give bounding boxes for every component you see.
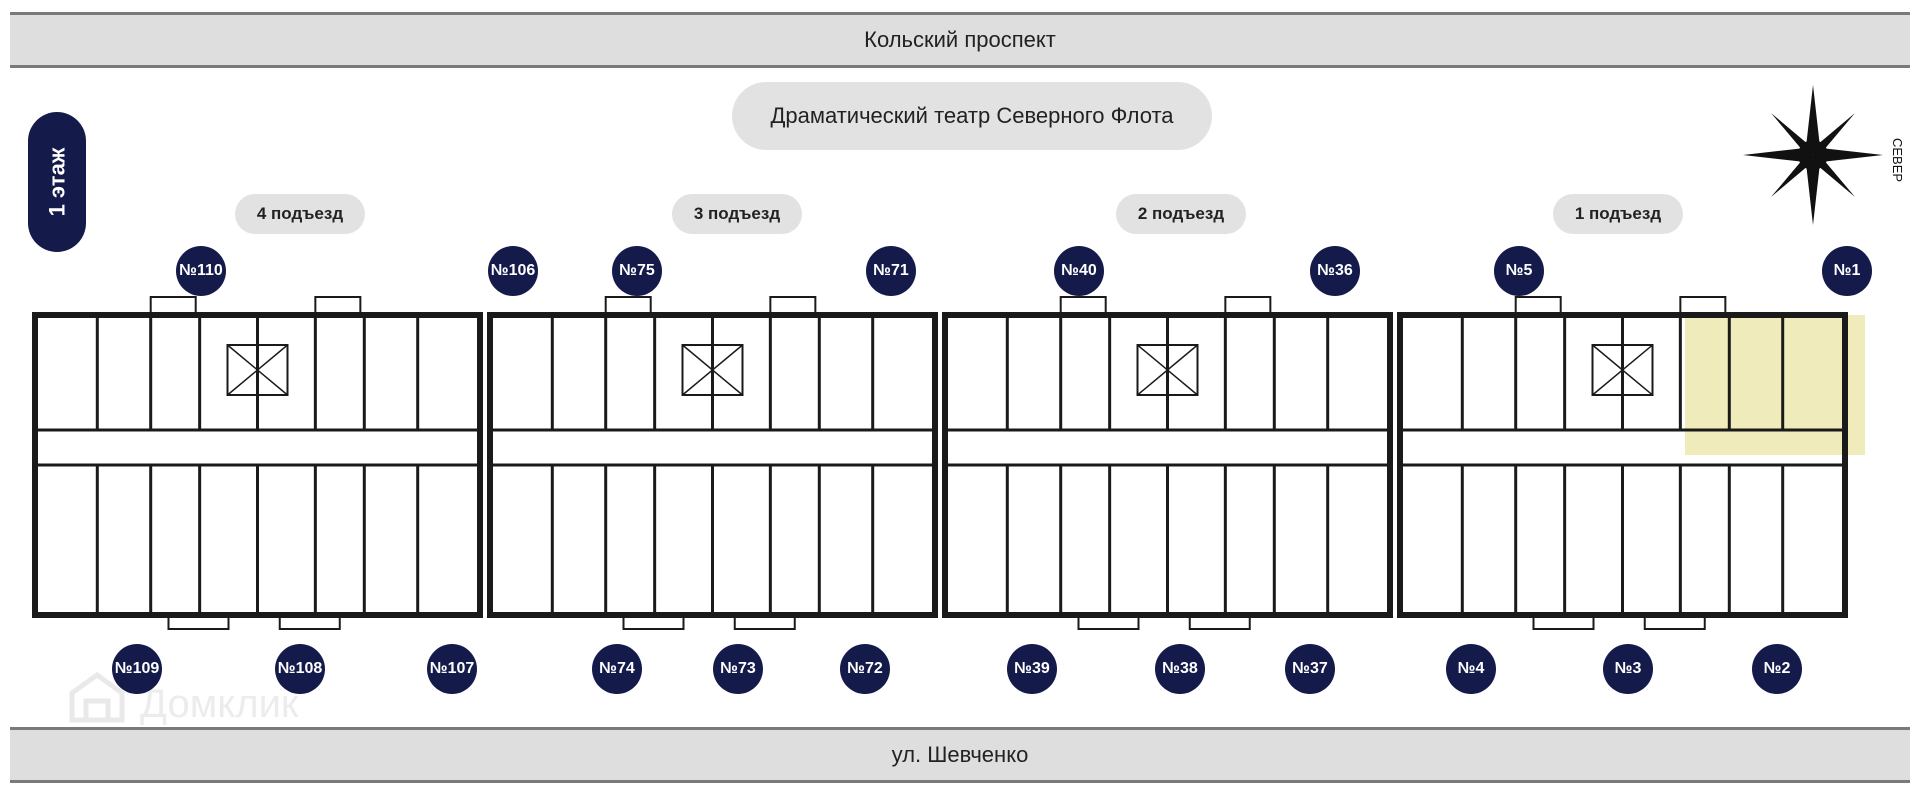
apartment-number: №109 [114, 660, 160, 677]
apartment-number: №72 [847, 660, 883, 677]
elevator-shaft [1136, 344, 1199, 396]
balcony [1532, 614, 1595, 630]
apartment-badge-bottom[interactable]: №107 [427, 644, 477, 694]
apartment-badge-top[interactable]: №36 [1310, 246, 1360, 296]
top-street: Кольский проспект [10, 12, 1910, 68]
apartment-badge-bottom[interactable]: №4 [1446, 644, 1496, 694]
apartment-badge-top[interactable]: №40 [1054, 246, 1104, 296]
apartment-badge-bottom[interactable]: №2 [1752, 644, 1802, 694]
apartment-badge-bottom[interactable]: №108 [275, 644, 325, 694]
entrance-1-text: 1 подъезд [1574, 204, 1662, 223]
balcony [1643, 614, 1706, 630]
watermark-text: Домклик [140, 682, 299, 726]
elevator-cross [1592, 344, 1653, 396]
balcony [1224, 296, 1272, 316]
apartment-number: №73 [720, 660, 756, 677]
entrance-4-label: 4 подъезд [235, 194, 365, 234]
balcony [167, 614, 230, 630]
balcony [149, 296, 197, 316]
apartment-number: №75 [619, 262, 655, 279]
elevator-shaft [1591, 344, 1654, 396]
apartment-number: №110 [179, 262, 223, 279]
balcony [1514, 296, 1562, 316]
balcony [1188, 614, 1251, 630]
entrance-2-text: 2 подъезд [1137, 204, 1225, 223]
entrance-4-text: 4 подъезд [256, 204, 344, 223]
apartment-number: №108 [277, 660, 323, 677]
apartment-number: №39 [1014, 660, 1050, 677]
top-street-label: Кольский проспект [864, 27, 1056, 52]
entrance-1-label: 1 подъезд [1553, 194, 1683, 234]
apartment-badge-bottom[interactable]: №39 [1007, 644, 1057, 694]
entrance-3-label: 3 подъезд [672, 194, 802, 234]
balcony [1059, 296, 1107, 316]
balcony [314, 296, 362, 316]
theatre-label: Драматический театр Северного Флота [732, 82, 1212, 150]
apartment-badge-bottom[interactable]: №3 [1603, 644, 1653, 694]
apartment-number: №106 [490, 262, 536, 279]
apartment-number: №4 [1457, 660, 1485, 677]
entrance-2-label: 2 подъезд [1116, 194, 1246, 234]
apartment-number: №3 [1614, 660, 1642, 677]
watermark-logo: Домклик [69, 671, 299, 726]
entrance-3-text: 3 подъезд [693, 204, 781, 223]
theatre-label-text: Драматический театр Северного Флота [770, 103, 1174, 128]
apartment-badge-top[interactable]: №110 [176, 246, 226, 296]
apartment-badge-bottom[interactable]: №109 [112, 644, 162, 694]
apartment-number: №38 [1162, 660, 1198, 677]
apartment-badge-top[interactable]: №106 [488, 246, 538, 296]
elevator-shaft [226, 344, 289, 396]
apartment-badge-bottom[interactable]: №38 [1155, 644, 1205, 694]
apartment-number: №5 [1505, 262, 1533, 279]
apartment-badge-bottom[interactable]: №37 [1285, 644, 1335, 694]
apartment-badge-top[interactable]: №1 [1822, 246, 1872, 296]
balcony [1679, 296, 1727, 316]
balcony [733, 614, 796, 630]
apartment-number: №1 [1833, 262, 1861, 279]
compass-label: СЕВЕР [1890, 138, 1905, 182]
apartment-number: №36 [1317, 262, 1353, 279]
apartment-number: №74 [599, 660, 635, 677]
balcony [604, 296, 652, 316]
balcony [622, 614, 685, 630]
floor-plan [32, 296, 1865, 630]
elevator-cross [227, 344, 288, 396]
bottom-street: ул. Шевченко [10, 727, 1910, 783]
floor-badge-label: 1 этаж [44, 147, 70, 217]
apartment-badge-bottom[interactable]: №74 [592, 644, 642, 694]
apartment-badge-bottom[interactable]: №72 [840, 644, 890, 694]
apartment-badge-bottom[interactable]: №73 [713, 644, 763, 694]
apartment-number: №37 [1292, 660, 1328, 677]
apartment-number: №107 [429, 660, 475, 677]
apartment-number: №71 [873, 262, 909, 279]
highlighted-apartment [1685, 315, 1865, 455]
apartment-badge-top[interactable]: №5 [1494, 246, 1544, 296]
balcony [278, 614, 341, 630]
floor-badge: 1 этаж [28, 112, 86, 252]
elevator-cross [682, 344, 743, 396]
apartment-number: №2 [1763, 660, 1791, 677]
apartment-number: №40 [1061, 262, 1097, 279]
bottom-street-label: ул. Шевченко [891, 742, 1029, 767]
balcony [1077, 614, 1140, 630]
compass-icon: СЕВЕР [1743, 85, 1905, 225]
elevator-shaft [681, 344, 744, 396]
balcony [769, 296, 817, 316]
apartment-badge-top[interactable]: №75 [612, 246, 662, 296]
apartment-badge-top[interactable]: №71 [866, 246, 916, 296]
elevator-cross [1137, 344, 1198, 396]
